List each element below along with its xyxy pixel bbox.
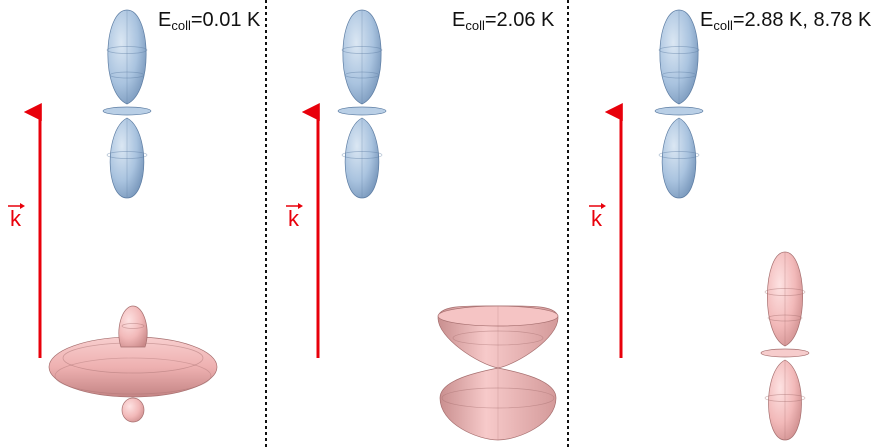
panel-2 <box>301 9 559 441</box>
vector-arrow-icon <box>589 203 606 209</box>
k-vector-label-panel-2: k <box>286 203 303 230</box>
energy-label-panel-2: Ecoll=2.06 K <box>452 9 555 33</box>
panel-3 <box>604 9 810 441</box>
panel-1 <box>23 9 218 423</box>
energy-label-panel-1: Ecoll=0.01 K <box>158 9 261 33</box>
p-orbital-blue <box>337 9 387 199</box>
d-hourglass-pink <box>437 305 559 441</box>
vector-arrow-icon <box>286 203 303 209</box>
dz2-torus-pink <box>48 305 218 423</box>
vector-arrow-icon <box>8 203 25 209</box>
p-orbital-blue <box>654 9 704 199</box>
energy-label-panel-3: Ecoll=2.88 K, 8.78 K <box>700 9 871 33</box>
k-vector-label-panel-1: k <box>8 203 25 230</box>
p-orbital-pink <box>760 251 810 441</box>
k-vector-label-panel-3: k <box>589 203 606 230</box>
p-orbital-blue <box>102 9 152 199</box>
